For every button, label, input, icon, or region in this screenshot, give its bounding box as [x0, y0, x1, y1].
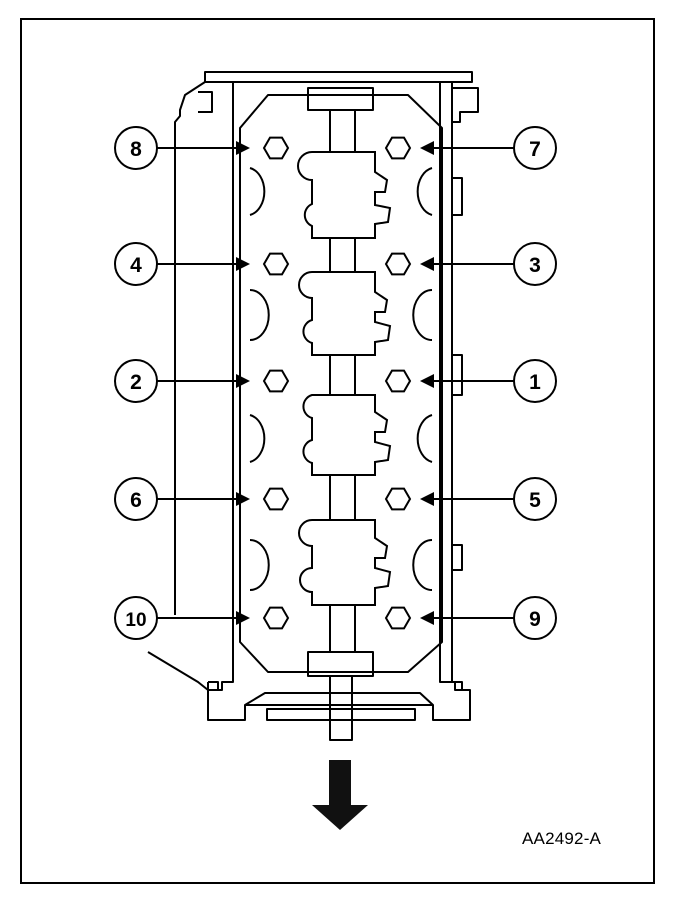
callout-3: 3 — [420, 242, 557, 286]
leader-arrowhead — [420, 611, 434, 625]
callout-number: 9 — [529, 608, 541, 631]
figure-frame — [20, 18, 655, 884]
bolt-2-hexagon — [262, 369, 290, 393]
callout-6: 6 — [114, 477, 250, 521]
callout-number: 2 — [130, 371, 142, 394]
callout-number: 3 — [529, 254, 541, 277]
leader-arrowhead — [236, 374, 250, 388]
callout-5: 5 — [420, 477, 557, 521]
bolt-1-hexagon — [384, 369, 412, 393]
callout-number: 8 — [130, 138, 142, 161]
callout-2: 2 — [114, 359, 250, 403]
callout-circle — [513, 242, 557, 286]
callout-number: 4 — [130, 254, 142, 277]
leader-arrowhead — [236, 611, 250, 625]
cam-journals — [249, 151, 433, 606]
leader-arrowhead — [420, 374, 434, 388]
bolt-9-hexagon — [384, 606, 412, 630]
callout-circle — [114, 477, 158, 521]
bolt-5-hexagon — [384, 487, 412, 511]
bolt-7-hexagon — [384, 136, 412, 160]
callout-circle — [513, 359, 557, 403]
callout-circle — [114, 596, 158, 640]
callout-8: 8 — [114, 126, 250, 170]
callout-circle — [114, 126, 158, 170]
figure-id-label: AA2492-A — [522, 829, 602, 848]
leader-arrowhead — [420, 141, 434, 155]
cylinder-head-outline — [147, 71, 479, 741]
leader-arrowhead — [236, 141, 250, 155]
bolt-10-hexagon — [262, 606, 290, 630]
callout-10: 10 — [114, 596, 250, 640]
callout-4: 4 — [114, 242, 250, 286]
callout-circle — [513, 477, 557, 521]
leader-arrowhead — [236, 257, 250, 271]
callout-circle — [513, 126, 557, 170]
down-arrow-icon — [312, 760, 368, 830]
callout-number: 1 — [529, 371, 541, 394]
callout-number: 10 — [125, 610, 146, 631]
callout-9: 9 — [420, 596, 557, 640]
leader-arrowhead — [420, 257, 434, 271]
bolt-4-hexagon — [262, 252, 290, 276]
bolt-callouts: 8 7 4 3 2 1 6 5 10 9 — [114, 126, 557, 640]
callout-number: 7 — [529, 138, 541, 161]
bolt-6-hexagon — [262, 487, 290, 511]
leader-arrowhead — [236, 492, 250, 506]
leader-arrowhead — [420, 492, 434, 506]
callout-1: 1 — [420, 359, 557, 403]
callout-circle — [114, 359, 158, 403]
bolt-hexagons — [262, 136, 412, 630]
bolt-8-hexagon — [262, 136, 290, 160]
callout-number: 6 — [130, 489, 142, 512]
callout-circle — [114, 242, 158, 286]
callout-circle — [513, 596, 557, 640]
callout-7: 7 — [420, 126, 557, 170]
bolt-3-hexagon — [384, 252, 412, 276]
callout-number: 5 — [529, 489, 541, 512]
